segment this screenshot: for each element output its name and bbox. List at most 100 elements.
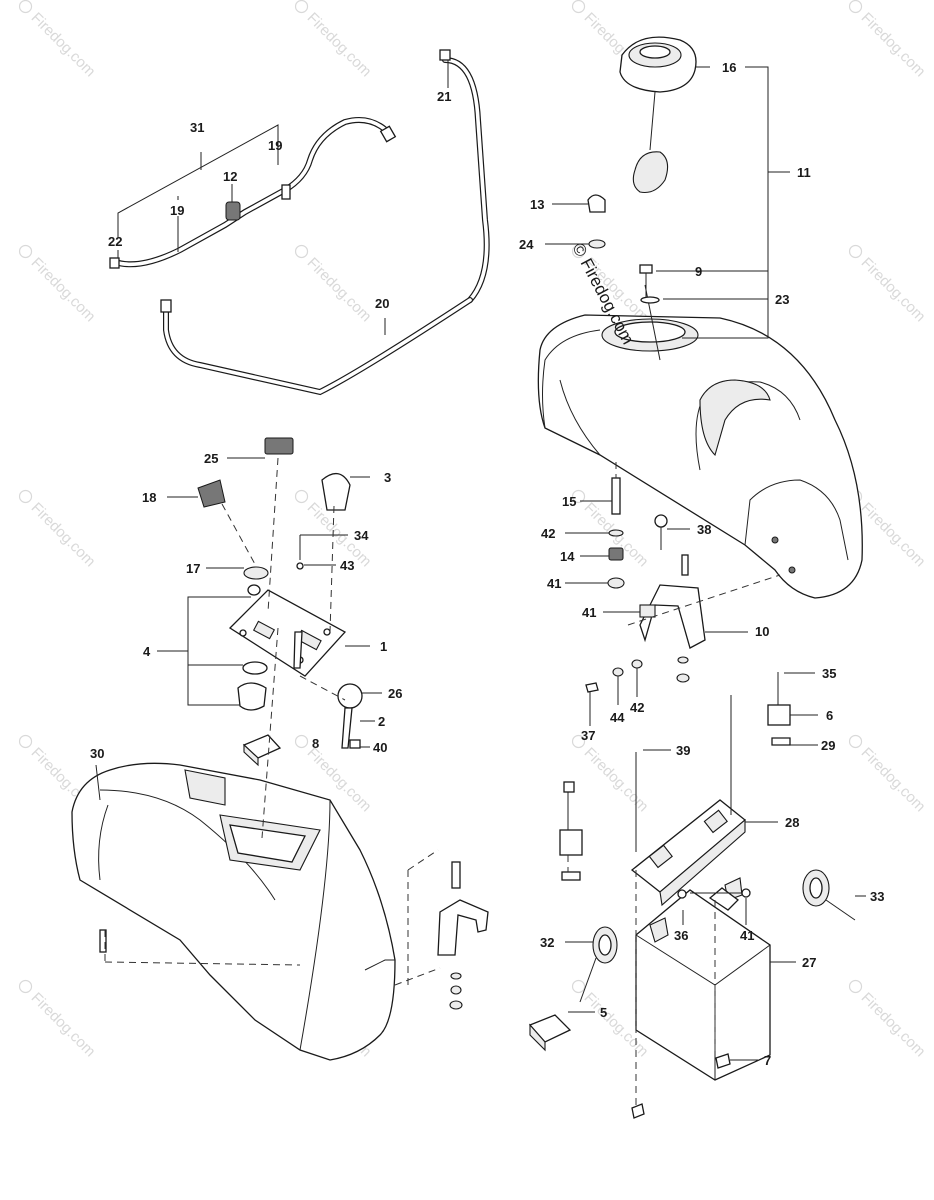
battery-cables	[579, 869, 856, 1003]
callout-13: 13	[530, 197, 544, 212]
watermark: Firedog.com	[848, 244, 929, 325]
watermark-text: Firedog.com	[858, 744, 929, 815]
tank-fittings	[587, 194, 660, 304]
battery	[631, 877, 771, 1119]
callout-4: 4	[143, 644, 151, 659]
battery-tray	[630, 695, 747, 907]
watermark: Firedog.com	[18, 0, 99, 80]
fender	[71, 762, 489, 1061]
callout-18: 18	[142, 490, 156, 505]
watermark-text: Firedog.com	[858, 9, 929, 80]
fuel-hose-assembly	[109, 49, 490, 396]
watermark-text: Firedog.com	[858, 254, 929, 325]
watermark-text: Firedog.com	[858, 499, 929, 570]
watermark-text: Firedog.com	[28, 254, 99, 325]
watermark: Firedog.com	[848, 0, 929, 80]
control-plate	[197, 437, 363, 767]
callout-27: 27	[802, 955, 816, 970]
copyright-icon	[848, 244, 863, 259]
callout-9: 9	[695, 264, 702, 279]
watermark-text: Firedog.com	[28, 989, 99, 1060]
callout-3: 3	[384, 470, 391, 485]
watermark: Firedog.com	[571, 734, 652, 815]
callout-17: 17	[186, 561, 200, 576]
callout-36: 36	[674, 928, 688, 943]
copyright-icon	[294, 489, 309, 504]
watermark: Firedog.com	[294, 244, 375, 325]
callout-labels: 1 2 3 4 5 6 7 8 9 10 11 12 13 14 15 16 1…	[90, 60, 884, 1068]
callout-8: 8	[312, 736, 319, 751]
connector	[528, 1014, 572, 1052]
callout-31: 31	[190, 120, 204, 135]
callout-23: 23	[775, 292, 789, 307]
callout-12: 12	[223, 169, 237, 184]
copyright-icon	[848, 734, 863, 749]
callout-6: 6	[826, 708, 833, 723]
callout-15: 15	[562, 494, 576, 509]
copyright-icon	[848, 0, 863, 14]
callout-16: 16	[722, 60, 736, 75]
fuel-tank	[537, 284, 863, 599]
copyright-icon	[18, 244, 33, 259]
callout-39: 39	[676, 743, 690, 758]
watermark: Firedog.com	[848, 979, 929, 1060]
callout-34: 34	[354, 528, 369, 543]
watermark: Firedog.com	[18, 244, 99, 325]
callout-22: 22	[108, 234, 122, 249]
watermark-text: Firedog.com	[304, 254, 375, 325]
copyright-icon	[294, 734, 309, 749]
callout-42: 42	[541, 526, 555, 541]
callout-37: 37	[581, 728, 595, 743]
solenoid	[559, 781, 583, 881]
callout-25: 25	[204, 451, 218, 466]
callout-7: 7	[764, 1053, 771, 1068]
callout-28: 28	[785, 815, 799, 830]
callout-24: 24	[519, 237, 534, 252]
copyright-icon	[571, 244, 586, 259]
callout-26: 26	[388, 686, 402, 701]
watermark-text: Firedog.com	[304, 9, 375, 80]
callout-5: 5	[600, 1005, 607, 1020]
callout-19: 19	[268, 138, 282, 153]
copyright-icon	[18, 734, 33, 749]
leader-lines	[95, 60, 866, 1061]
watermark-text: Firedog.com	[28, 499, 99, 570]
callout-38: 38	[697, 522, 711, 537]
callout-30: 30	[90, 746, 104, 761]
battery-hold-down	[677, 887, 751, 911]
watermark: Firedog.com	[294, 0, 375, 80]
watermark: Firedog.com	[18, 979, 99, 1060]
callout-19: 19	[170, 203, 184, 218]
relay-bracket	[767, 672, 791, 746]
alignment-lines	[104, 457, 781, 1105]
fuel-cap	[619, 36, 697, 194]
callout-33: 33	[870, 889, 884, 904]
callout-11: 11	[797, 165, 811, 180]
watermark-text: Firedog.com	[858, 989, 929, 1060]
tank-mount-hardware	[585, 477, 706, 693]
watermark: Firedog.com	[18, 489, 99, 570]
callout-20: 20	[375, 296, 389, 311]
callout-41: 41	[740, 928, 754, 943]
watermark-text: Firedog.com	[581, 744, 652, 815]
copyright-icon	[18, 979, 33, 994]
callout-44: 44	[610, 710, 625, 725]
watermark: Firedog.com	[848, 734, 929, 815]
copyright-icon	[294, 0, 309, 14]
callout-41: 41	[582, 605, 596, 620]
callout-10: 10	[755, 624, 769, 639]
copyright-icon	[571, 979, 586, 994]
watermark-text: Firedog.com	[28, 9, 99, 80]
callout-43: 43	[340, 558, 354, 573]
copyright-icon	[571, 734, 586, 749]
callout-40: 40	[373, 740, 387, 755]
copyright-icon	[294, 244, 309, 259]
copyright-icon	[18, 489, 33, 504]
callout-41: 41	[547, 576, 561, 591]
copyright-icon	[848, 979, 863, 994]
callout-32: 32	[540, 935, 554, 950]
callout-29: 29	[821, 738, 835, 753]
callout-2: 2	[378, 714, 385, 729]
callout-14: 14	[560, 549, 575, 564]
